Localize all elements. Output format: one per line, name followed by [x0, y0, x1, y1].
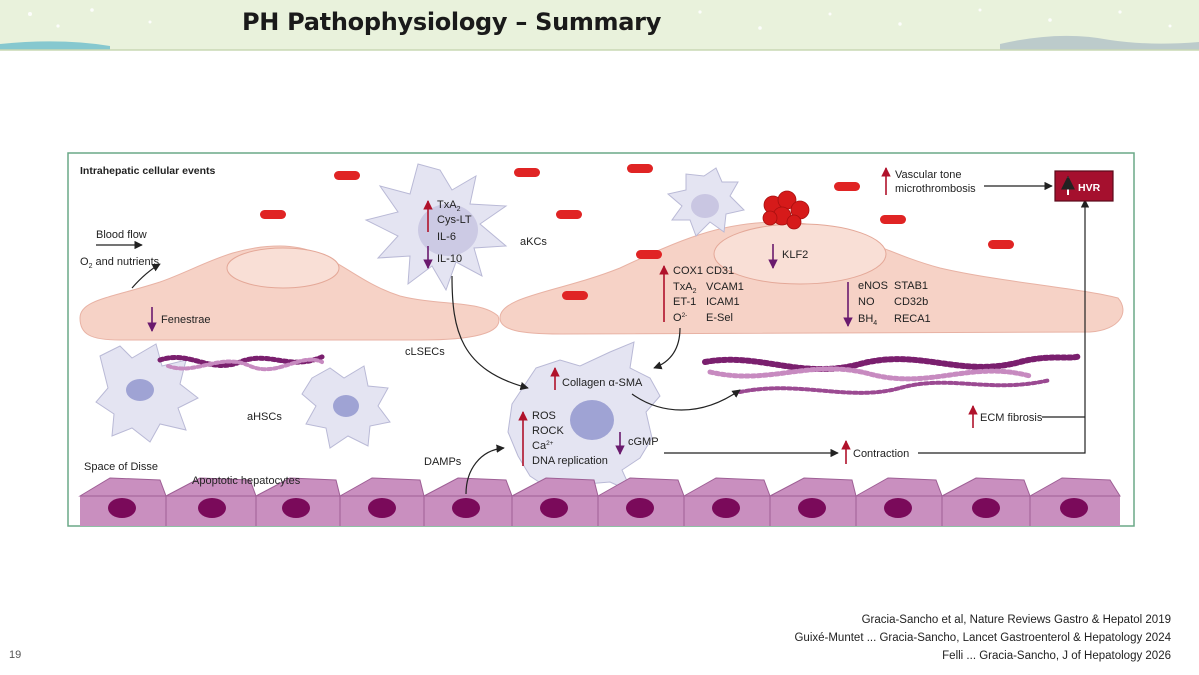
hsc-ros: ROS — [532, 410, 556, 422]
label-vascular-tone: Vascular tone — [895, 169, 961, 181]
label-blood-flow: Blood flow — [96, 229, 147, 241]
lsec-bh4: BH4 — [858, 313, 877, 327]
reference-2: Guixé-Muntet ... Gracia-Sancho, Lancet G… — [794, 632, 1171, 644]
label-space-of-disse: Space of Disse — [84, 461, 158, 473]
figure-header: Intrahepatic cellular events — [80, 165, 216, 177]
downregulation-arrows — [147, 244, 853, 455]
kc-txa2: TxA2 — [437, 199, 461, 213]
rbc — [260, 210, 286, 219]
label-ecm-fibrosis: ECM fibrosis — [980, 412, 1043, 424]
rbc — [834, 182, 860, 191]
lsec-reca1: RECA1 — [894, 313, 931, 325]
label-o2-nutrients: O2 and nutrients — [80, 256, 160, 270]
hsc-rock: ROCK — [532, 425, 564, 437]
lsec-enos: eNOS — [858, 280, 888, 292]
slide-title: PH Pathophysiology – Summary — [242, 8, 662, 36]
microthrombus-icon — [762, 190, 810, 230]
kc-il10: IL-10 — [437, 253, 462, 265]
hsc-dna-replication: DNA replication — [532, 455, 608, 467]
label-ahscs: aHSCs — [247, 411, 282, 423]
hsc-cgmp: cGMP — [628, 436, 659, 448]
red-blood-cells — [260, 164, 1014, 300]
rbc — [514, 168, 540, 177]
hsc-collagen-asma: Collagen α-SMA — [562, 377, 643, 389]
lsec-txa2: TxA2 — [673, 281, 697, 295]
process-arrows — [96, 181, 1090, 495]
rbc — [627, 164, 653, 173]
hepatocyte-row — [78, 477, 1121, 526]
lsec-left — [79, 245, 500, 341]
label-fenestrae: Fenestrae — [161, 314, 211, 326]
label-contraction: Contraction — [853, 448, 909, 460]
rbc — [562, 291, 588, 300]
reference-1: Gracia-Sancho et al, Nature Reviews Gast… — [861, 614, 1171, 626]
lsec-cd31: CD31 — [706, 265, 734, 277]
lsec-klf2: KLF2 — [782, 249, 808, 261]
kc-il6: IL-6 — [437, 231, 456, 243]
immune-cell-top-nucleus — [691, 194, 719, 218]
lsec-cd32b: CD32b — [894, 296, 928, 308]
reference-3: Felli ... Gracia-Sancho, J of Hepatology… — [942, 650, 1171, 662]
title-banner — [0, 0, 1199, 51]
label-damps: DAMPs — [424, 456, 462, 468]
lsec-esel: E-Sel — [706, 312, 733, 324]
upregulation-arrows — [423, 167, 978, 466]
lsec-o2: O2- — [673, 312, 687, 324]
lsec-no: NO — [858, 296, 875, 308]
label-clsecs: cLSECs — [405, 346, 445, 358]
lsec-vcam1: VCAM1 — [706, 281, 744, 293]
kupffer-nucleus — [418, 204, 478, 256]
rbc — [334, 171, 360, 180]
page-number: 19 — [9, 649, 22, 661]
label-hvr: HVR — [1078, 182, 1101, 194]
rbc — [880, 215, 906, 224]
rbc — [556, 210, 582, 219]
hsc-left-2-nucleus — [333, 395, 359, 417]
rbc — [636, 250, 662, 259]
lsec-left-nucleus — [226, 247, 340, 289]
references: Gracia-Sancho et al, Nature Reviews Gast… — [794, 611, 1171, 665]
lsec-cox1: COX1 — [673, 265, 703, 277]
lsec-stab1: STAB1 — [894, 280, 928, 292]
hsc-ca2: Ca2+ — [532, 440, 554, 452]
label-microthrombosis: microthrombosis — [895, 183, 976, 195]
lsec-et1: ET-1 — [673, 296, 696, 308]
rbc — [988, 240, 1014, 249]
kc-cyslt: Cys-LT — [437, 214, 472, 226]
activated-hsc-nucleus — [570, 400, 614, 440]
lsec-icam1: ICAM1 — [706, 296, 740, 308]
label-apoptotic-hepatocytes: Apoptotic hepatocytes — [192, 475, 301, 487]
collagen-fibers — [157, 353, 1083, 395]
label-akcs: aKCs — [520, 236, 547, 248]
hsc-left-1-nucleus — [126, 379, 154, 401]
